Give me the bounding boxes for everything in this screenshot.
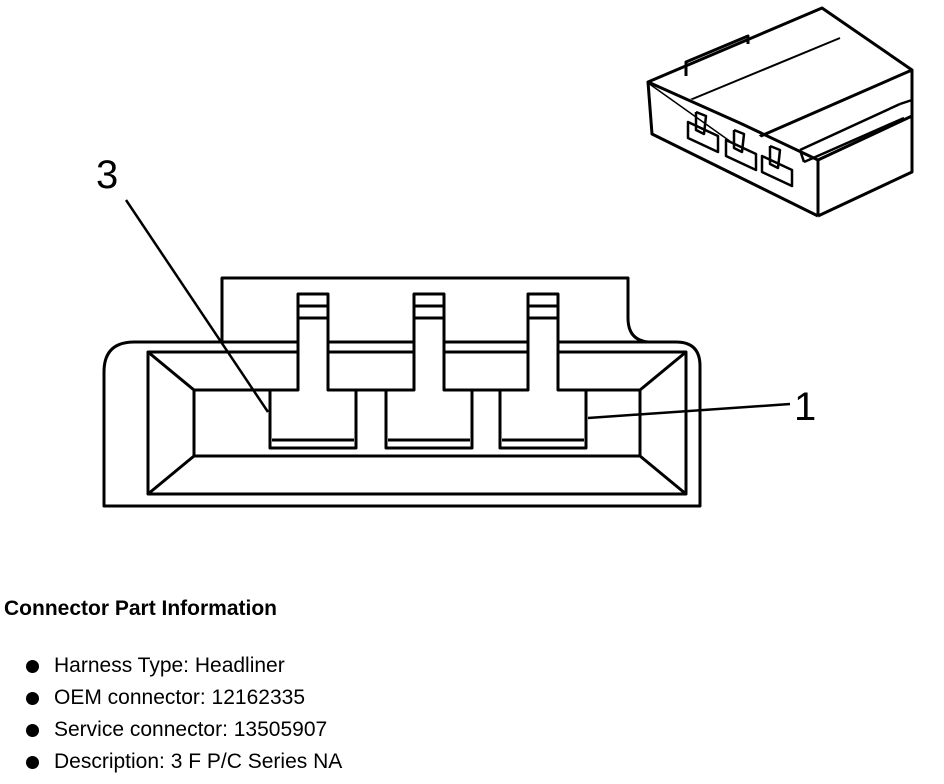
callout-3-leader (124, 199, 270, 413)
info-heading: Connector Part Information (4, 597, 278, 620)
callout-1-label: 1 (794, 385, 816, 429)
terminal-2 (384, 292, 474, 450)
connector-diagram: 3 1 (96, 6, 914, 508)
info-list: Harness Type: Headliner OEM connector: 1… (4, 650, 934, 778)
terminal-1 (498, 292, 588, 450)
list-item: OEM connector: 12162335 (4, 682, 934, 714)
oem-connector: OEM connector: 12162335 (54, 686, 305, 709)
service-connector: Service connector: 13505907 (54, 718, 328, 741)
terminal-3 (268, 292, 358, 450)
harness-type: Harness Type: Headliner (54, 654, 285, 677)
list-item: Description: 3 F P/C Series NA (4, 746, 934, 778)
bullet-icon (26, 692, 39, 705)
description: Description: 3 F P/C Series NA (54, 750, 343, 773)
list-item: Harness Type: Headliner (4, 650, 934, 682)
bullet-icon (26, 724, 39, 737)
connector-part-information: Connector Part Information Harness Type:… (4, 596, 934, 778)
list-item: Service connector: 13505907 (4, 714, 934, 746)
connector-isometric-view (646, 6, 914, 218)
connector-front-view (102, 276, 702, 508)
bullet-icon (26, 756, 39, 769)
callout-1-leader (587, 402, 791, 420)
callout-3-label: 3 (96, 153, 118, 197)
bullet-icon (26, 660, 39, 673)
